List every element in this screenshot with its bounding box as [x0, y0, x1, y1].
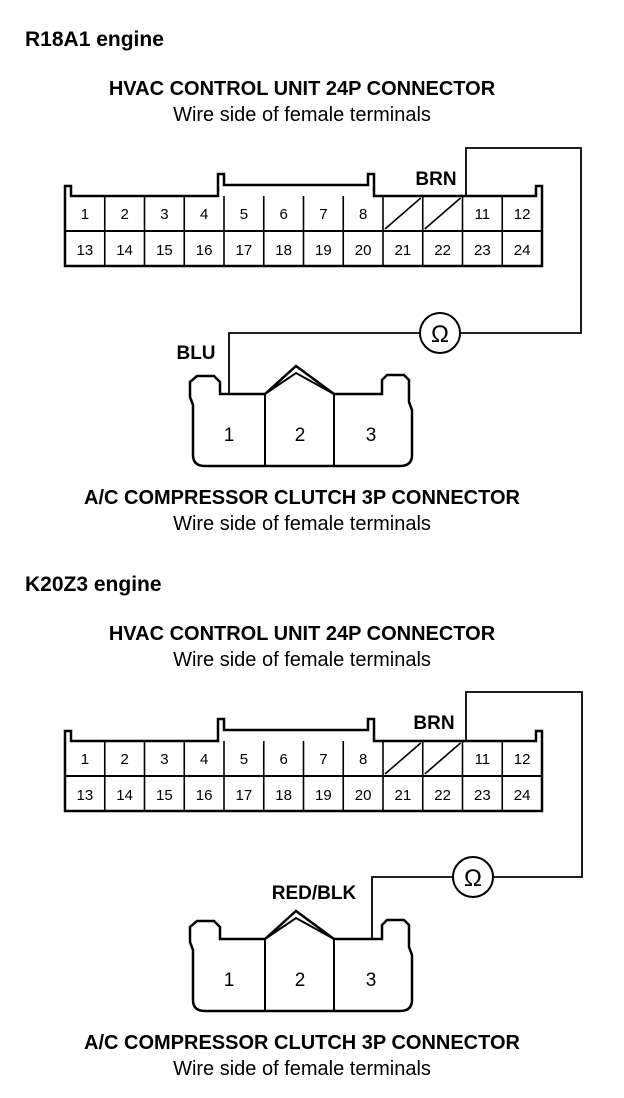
brn-wire-label: BRN [415, 169, 456, 190]
hvac-pin-top: 4 [200, 206, 208, 223]
hvac-pin-top: 6 [279, 751, 287, 768]
hvac-pin-bottom: 22 [434, 787, 451, 804]
hvac-pin-bottom: 20 [355, 787, 372, 804]
compressor-connector-subtitle: Wire side of female terminals [173, 1058, 431, 1080]
hvac-pin-top: 12 [514, 751, 531, 768]
hvac-pin-bottom: 16 [196, 242, 213, 259]
hvac-pin-bottom: 24 [514, 242, 531, 259]
hvac-pin-bottom: 21 [395, 787, 412, 804]
wire-color-label: RED/BLK [272, 883, 357, 904]
hvac-pin-top: 8 [359, 751, 367, 768]
hvac-pin-bottom: 13 [77, 787, 94, 804]
hvac-pin-bottom: 24 [514, 787, 531, 804]
compressor-pin: 1 [224, 425, 235, 446]
compressor-3p-connector: 1 2 3 [188, 364, 414, 468]
ohm-symbol: Ω [464, 865, 482, 892]
hvac-pin-top: 3 [160, 751, 168, 768]
hvac-pin-top: 12 [514, 206, 531, 223]
hvac-pin-bottom: 21 [395, 242, 412, 259]
wire-color-label: BLU [176, 343, 215, 364]
blank-terminal-slash [384, 197, 422, 230]
ohmmeter-icon [452, 856, 494, 898]
hvac-pin-top: 3 [160, 206, 168, 223]
compressor-pin: 1 [224, 970, 235, 991]
hvac-connector-subtitle: Wire side of female terminals [173, 104, 431, 126]
hvac-pin-bottom: 22 [434, 242, 451, 259]
hvac-pin-bottom: 15 [156, 787, 173, 804]
hvac-pin-bottom: 19 [315, 787, 332, 804]
hvac-pin-bottom: 20 [355, 242, 372, 259]
test-wire: Ω BRN RED/BLK [272, 691, 583, 939]
test-wire: Ω BRN BLU [176, 147, 582, 394]
hvac-pin-bottom: 23 [474, 787, 491, 804]
engine-heading: R18A1 engine [25, 28, 164, 51]
compressor-connector-title: A/C COMPRESSOR CLUTCH 3P CONNECTOR [84, 487, 520, 509]
compressor-connector-title: A/C COMPRESSOR CLUTCH 3P CONNECTOR [84, 1032, 520, 1054]
hvac-pin-bottom: 17 [236, 787, 253, 804]
hvac-pin-top: 2 [120, 206, 128, 223]
hvac-pin-top: 5 [240, 206, 248, 223]
r18a1-section: R18A1 engine HVAC CONTROL UNIT 24P CONNE… [25, 28, 582, 535]
hvac-pin-bottom: 14 [116, 787, 133, 804]
blank-terminal-slash [424, 197, 462, 230]
hvac-pin-bottom: 14 [116, 242, 133, 259]
hvac-pin-bottom: 18 [275, 787, 292, 804]
brn-wire-label: BRN [413, 713, 454, 734]
ohm-symbol: Ω [431, 321, 449, 348]
hvac-pin-top: 5 [240, 751, 248, 768]
compressor-3p-connector: 1 2 3 [188, 909, 414, 1013]
hvac-pin-bottom: 18 [275, 242, 292, 259]
hvac-pin-top: 11 [475, 751, 491, 768]
hvac-pin-top: 7 [319, 751, 327, 768]
compressor-pin: 2 [295, 425, 306, 446]
compressor-pin: 3 [366, 970, 377, 991]
hvac-pin-bottom: 13 [77, 242, 94, 259]
hvac-pin-bottom: 16 [196, 787, 213, 804]
hvac-connector-subtitle: Wire side of female terminals [173, 649, 431, 671]
hvac-pin-top: 6 [279, 206, 287, 223]
ohmmeter-icon [419, 312, 461, 354]
hvac-pin-top: 2 [120, 751, 128, 768]
compressor-pin: 3 [366, 425, 377, 446]
hvac-pin-bottom: 15 [156, 242, 173, 259]
blank-terminal-slash [384, 742, 422, 775]
hvac-pin-top: 1 [81, 751, 89, 768]
hvac-pin-top: 11 [475, 206, 491, 223]
blank-terminal-slash [424, 742, 462, 775]
hvac-pin-top: 8 [359, 206, 367, 223]
compressor-pin: 2 [295, 970, 306, 991]
k20z3-section: K20Z3 engine HVAC CONTROL UNIT 24P CONNE… [0, 545, 624, 1094]
hvac-pin-bottom: 17 [236, 242, 253, 259]
hvac-pin-top: 1 [81, 206, 89, 223]
hvac-pin-bottom: 19 [315, 242, 332, 259]
engine-heading: K20Z3 engine [25, 573, 162, 596]
hvac-pin-top: 4 [200, 751, 208, 768]
hvac-connector-title: HVAC CONTROL UNIT 24P CONNECTOR [108, 623, 496, 645]
hvac-pin-bottom: 23 [474, 242, 491, 259]
hvac-connector-title: HVAC CONTROL UNIT 24P CONNECTOR [108, 78, 496, 100]
hvac-pin-top: 7 [319, 206, 327, 223]
compressor-connector-subtitle: Wire side of female terminals [173, 513, 431, 535]
